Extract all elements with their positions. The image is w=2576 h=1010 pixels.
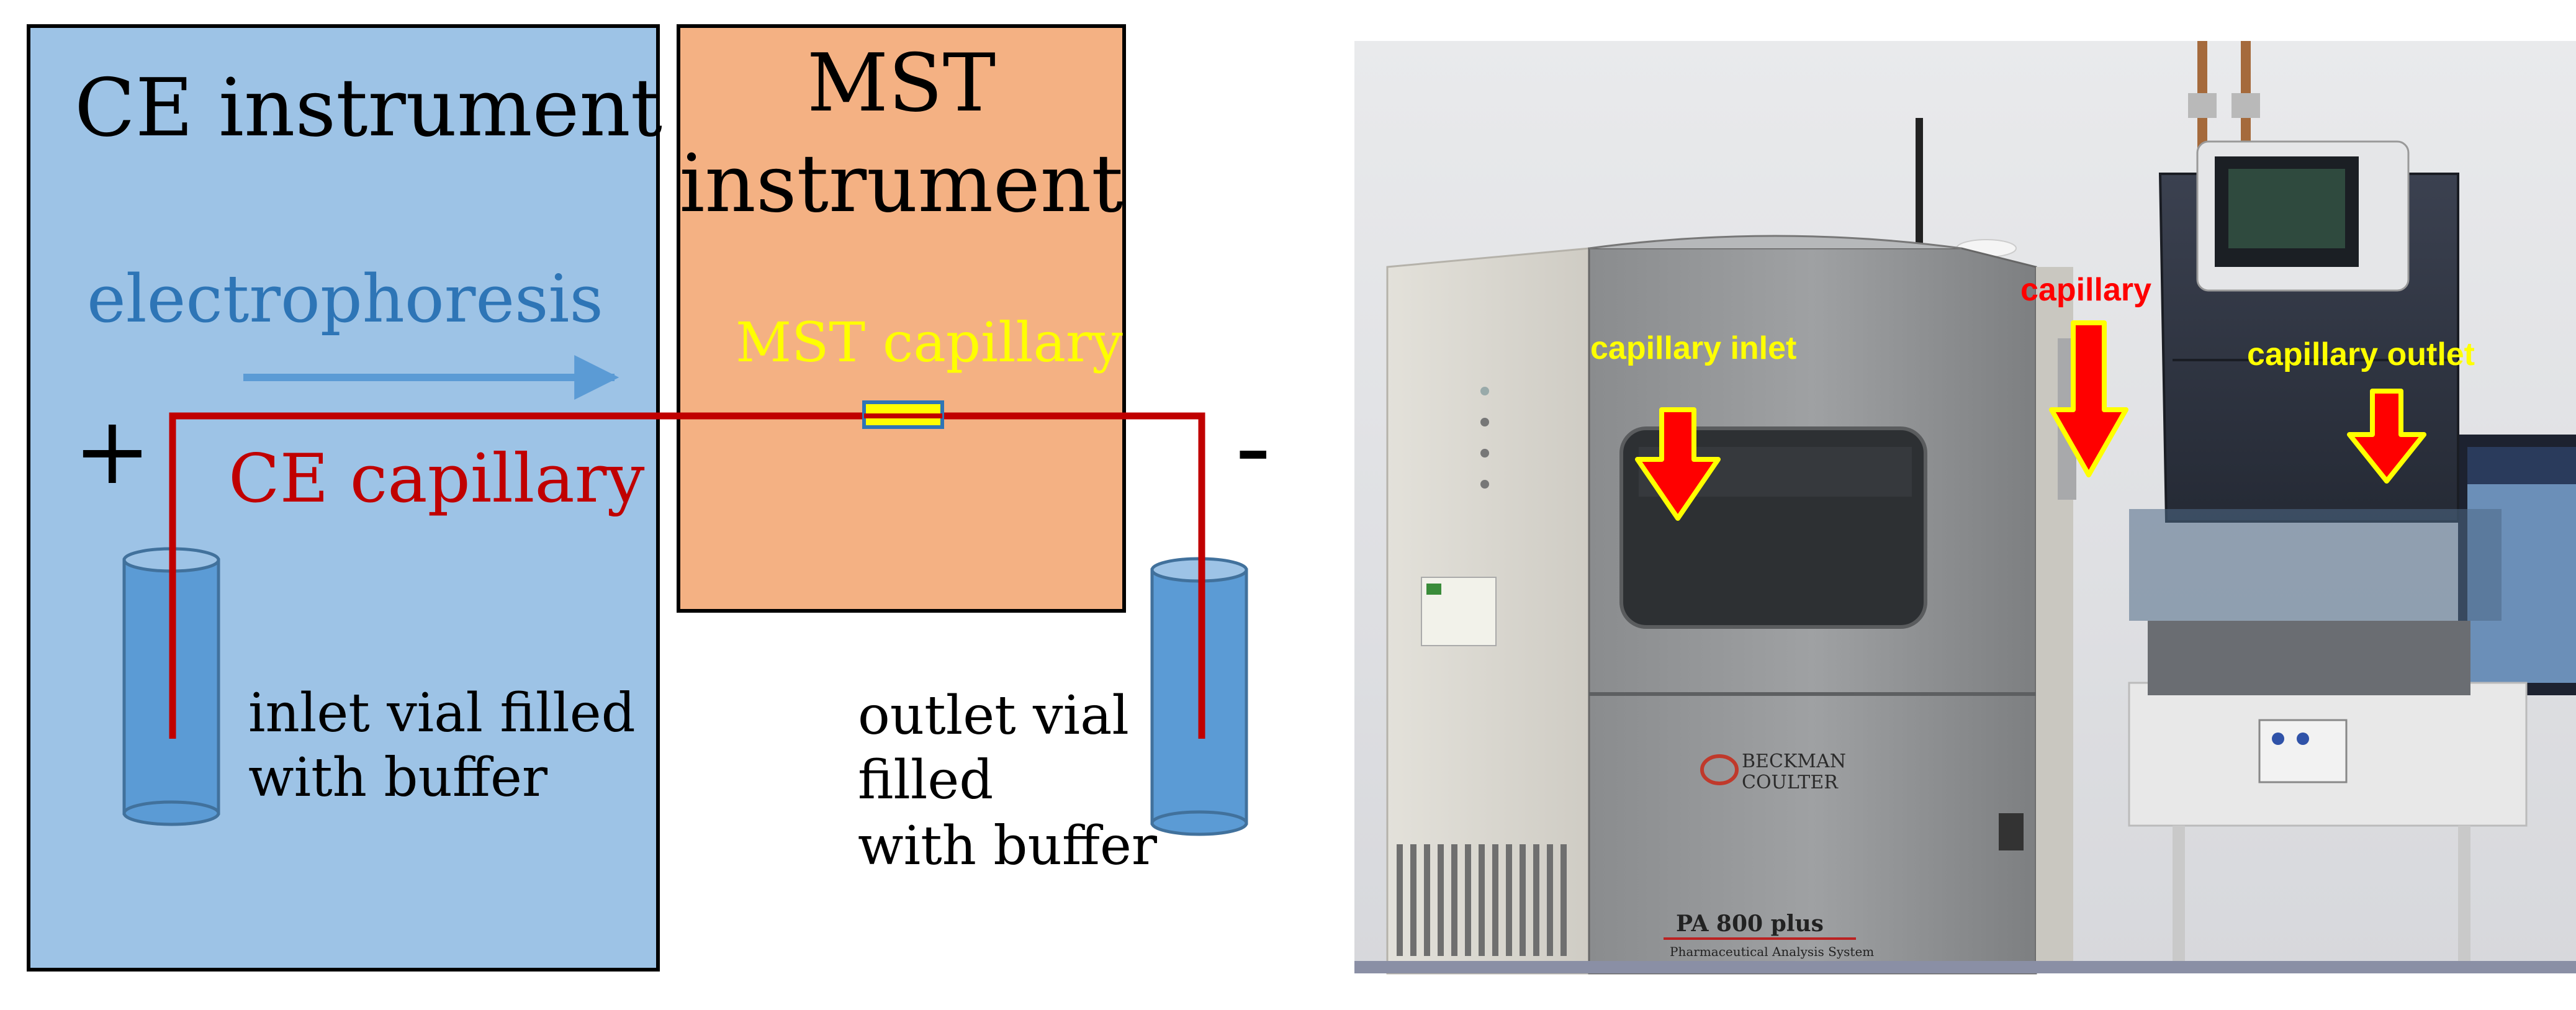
capillary-outlet-label: capillary outlet xyxy=(2247,336,2475,372)
outlet-vial-label-line2: filled xyxy=(858,749,993,811)
inlet-vial-label-line2: with buffer xyxy=(248,747,548,809)
ce-capillary-line xyxy=(169,412,1205,739)
capillary-label: capillary xyxy=(2020,272,2151,308)
ce-instrument-title: CE instrument xyxy=(74,62,662,155)
electrophoresis-label: electrophoresis xyxy=(87,261,603,337)
minus-sign: - xyxy=(1235,386,1271,508)
inlet-vial-label-line1: inlet vial filled xyxy=(248,682,636,744)
mst-instrument-title-line1: MST xyxy=(807,37,996,130)
capillary-outlet-arrow xyxy=(2347,389,2426,484)
svg-text:BECKMAN: BECKMAN xyxy=(1742,751,1846,772)
svg-text:COULTER: COULTER xyxy=(1742,772,1839,793)
capillary-inlet-label: capillary inlet xyxy=(1590,330,1796,366)
model-label: PA 800 plus xyxy=(1676,911,1824,937)
instrument-photo: BECKMAN COULTER PA 800 plus Pharmaceutic… xyxy=(1354,41,2576,975)
mst-instrument-title-line2: instrument xyxy=(679,138,1123,230)
model-subtitle: Pharmaceutical Analysis System xyxy=(1670,944,1874,959)
mst-capillary-label: MST capillary xyxy=(736,310,1123,374)
outlet-vial-label-line1: outlet vial xyxy=(858,685,1129,747)
plus-sign: + xyxy=(73,397,151,505)
ce-capillary-label: CE capillary xyxy=(228,440,644,518)
capillary-inlet-arrow xyxy=(1635,407,1721,521)
mst-instrument-box xyxy=(677,24,1126,613)
beckman-coulter-logo: BECKMAN COULTER xyxy=(1700,751,1846,793)
outlet-vial-label-line3: with buffer xyxy=(858,815,1158,877)
schematic-diagram: CE instrument MST instrument electrophor… xyxy=(27,24,1271,972)
capillary-arrow xyxy=(2049,320,2128,477)
vent-grille xyxy=(1397,844,1567,956)
